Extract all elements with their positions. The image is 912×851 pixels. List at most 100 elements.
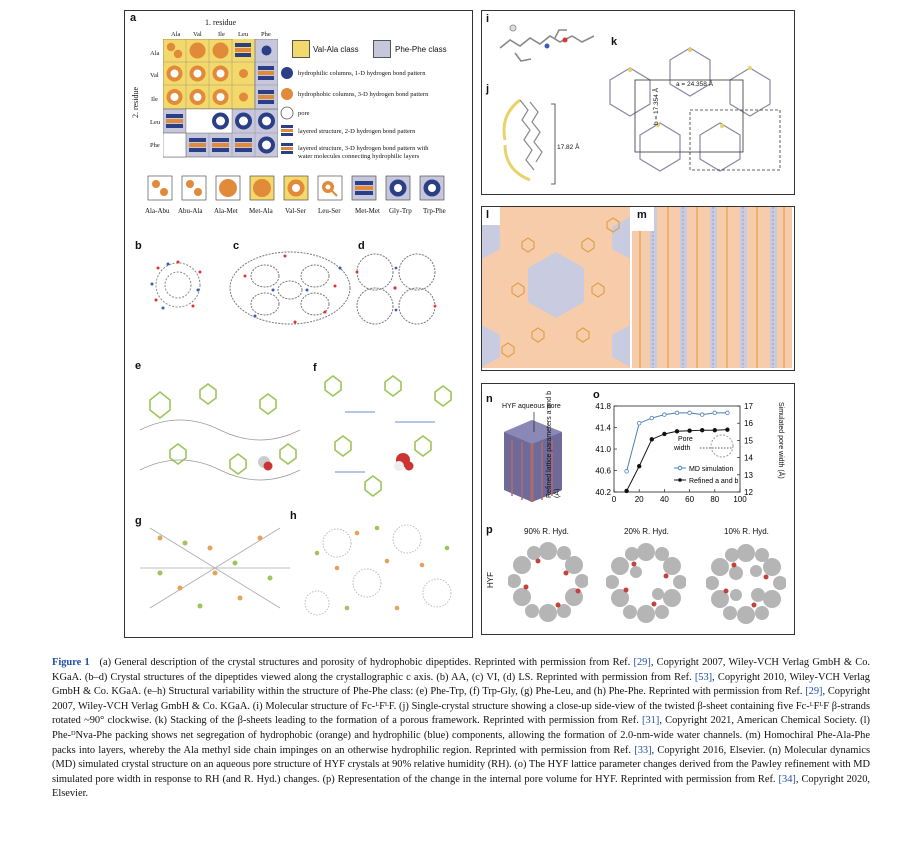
dipeptide-label: Met-Met	[355, 207, 380, 215]
series-line-md	[626, 412, 728, 472]
crystal-structure-e	[140, 383, 301, 481]
row-label-phe: Phe	[150, 142, 160, 149]
val-ala-class-swatch	[292, 40, 310, 58]
panel-label-f: f	[313, 362, 317, 374]
dipeptide-label: Trp-Phe	[423, 207, 446, 215]
symbol-legend-icons	[280, 67, 294, 154]
panel-label-n: n	[486, 393, 493, 405]
row-label-ile: Ile	[151, 96, 158, 103]
data-point	[699, 427, 705, 433]
row-label-val: Val	[150, 72, 159, 79]
data-point	[674, 410, 680, 416]
x-tick-label: 100	[733, 495, 747, 504]
data-point	[649, 437, 654, 442]
dipeptide-label: Ala-Abu	[145, 207, 170, 215]
y-right-tick-label: 13	[744, 471, 753, 480]
other-dipeptide-icons	[147, 175, 445, 201]
crystal-structure-c	[229, 251, 351, 325]
axis-first-residue: 1. residue	[205, 18, 237, 27]
caption-ref-link[interactable]: [31]	[642, 715, 660, 727]
x-tick-label: 20	[635, 495, 644, 504]
legend-hydrophilic: hydrophilic columns, 1-D hydrogen bond p…	[298, 70, 426, 77]
col-label-ile: Ile	[218, 31, 225, 38]
row-label-leu: Leu	[150, 119, 161, 126]
legend-hydrophobic: hydrophobic columns, 3-D hydrogen bond p…	[298, 91, 429, 98]
legend-layered-2d: layered structure, 2-D hydrogen bond pat…	[298, 128, 416, 135]
beta-sheet-j	[502, 98, 543, 182]
x-tick-label: 80	[710, 495, 719, 504]
panel-label-a: a	[130, 12, 137, 24]
p-label-10: 10% R. Hyd.	[724, 527, 769, 536]
caption-ref-link[interactable]: [53]	[694, 671, 713, 683]
y-right-tick-label: 14	[744, 454, 753, 463]
panel-label-m: m	[637, 209, 647, 221]
data-point	[662, 412, 667, 417]
data-point	[712, 427, 717, 433]
pore-inset-diagram	[710, 434, 734, 458]
caption-text: , Copyright 2010, Wiley-VCH Verlag GmbH …	[52, 671, 870, 698]
caption-text: , Copyright 2020, Elsevier.	[52, 773, 870, 800]
col-label-leu: Leu	[238, 31, 249, 38]
panel-label-g: g	[135, 515, 142, 527]
legend-refined-label: Refined a and b	[689, 478, 739, 485]
pore-volume-10	[706, 544, 786, 624]
col-label-phe: Phe	[261, 31, 271, 38]
data-point	[637, 421, 642, 426]
residue-class-grid	[163, 39, 278, 158]
panel-label-e: e	[135, 360, 142, 372]
panel-label-l: l	[486, 209, 490, 221]
caption-ref-link[interactable]: [29]	[805, 686, 823, 698]
x-tick-label: 0	[612, 495, 617, 504]
p-label-90: 90% R. Hyd.	[524, 527, 569, 536]
panel-label-bg-l	[482, 207, 500, 225]
panel-label-d: d	[358, 240, 365, 252]
pore-inset-label: Pore	[678, 436, 693, 443]
crystal-structure-f	[324, 375, 452, 497]
dim-bracket-j	[551, 103, 556, 185]
data-point	[687, 428, 692, 433]
y-right-tick-label: 12	[744, 488, 753, 497]
dipeptide-label: Val-Ser	[285, 207, 306, 215]
data-point	[725, 427, 730, 432]
dipeptide-label: Met-Ala	[249, 207, 273, 215]
panel-label-bg-m	[632, 207, 654, 231]
dipeptide-label: Gly-Trp	[389, 207, 412, 215]
figure-caption: Figure 1 (a) General description of the …	[52, 656, 870, 802]
panel-label-c: c	[233, 240, 240, 252]
pore-inset-label: width	[673, 445, 690, 452]
data-point	[662, 431, 667, 437]
data-point	[725, 410, 730, 416]
dipeptide-label: Ala-Met	[214, 207, 238, 215]
caption-ref-link[interactable]: [33]	[634, 744, 652, 756]
crystal-structure-g	[140, 527, 290, 609]
legend-md-label: MD simulation	[689, 466, 733, 473]
packing-m	[632, 207, 792, 368]
caption-ref-link[interactable]: [29]	[633, 657, 651, 668]
data-point	[687, 410, 692, 416]
phe-phe-class-label: Phe-Phe class	[395, 45, 447, 54]
panel-label-o: o	[593, 389, 600, 401]
p-side-label: HYF	[486, 572, 495, 588]
row-label-ala: Ala	[150, 50, 160, 57]
dipeptide-label: Abu-Ala	[178, 207, 203, 215]
crystal-structure-d	[355, 253, 437, 325]
panel-label-b: b	[135, 240, 142, 252]
caption-ref-link[interactable]: [34]	[778, 773, 796, 785]
legend-refined-marker	[678, 478, 682, 482]
x-tick-label: 40	[660, 495, 669, 504]
phe-phe-class-swatch	[373, 40, 391, 58]
y-left-tick-label: 40.6	[595, 467, 611, 476]
x-tick-label: 60	[685, 495, 694, 504]
legend-layered-3d-cont: water molecules connecting hydrophilic l…	[298, 153, 420, 160]
data-point	[674, 429, 680, 434]
chart-left-axis-title: Refined lattice parameters a and b (Å)	[546, 390, 561, 498]
molecular-structure-i	[499, 24, 595, 62]
panel-label-h: h	[290, 510, 297, 522]
caption-text: , Copyright 2007, Wiley-VCH Verlag GmbH …	[52, 657, 871, 683]
panel-label-p: p	[486, 524, 493, 536]
pore-volume-90	[508, 542, 588, 622]
caption-text: (a) General description of the crystal s…	[99, 657, 634, 668]
data-point	[649, 415, 654, 421]
j-dimension: 17.82 Å	[557, 144, 580, 151]
